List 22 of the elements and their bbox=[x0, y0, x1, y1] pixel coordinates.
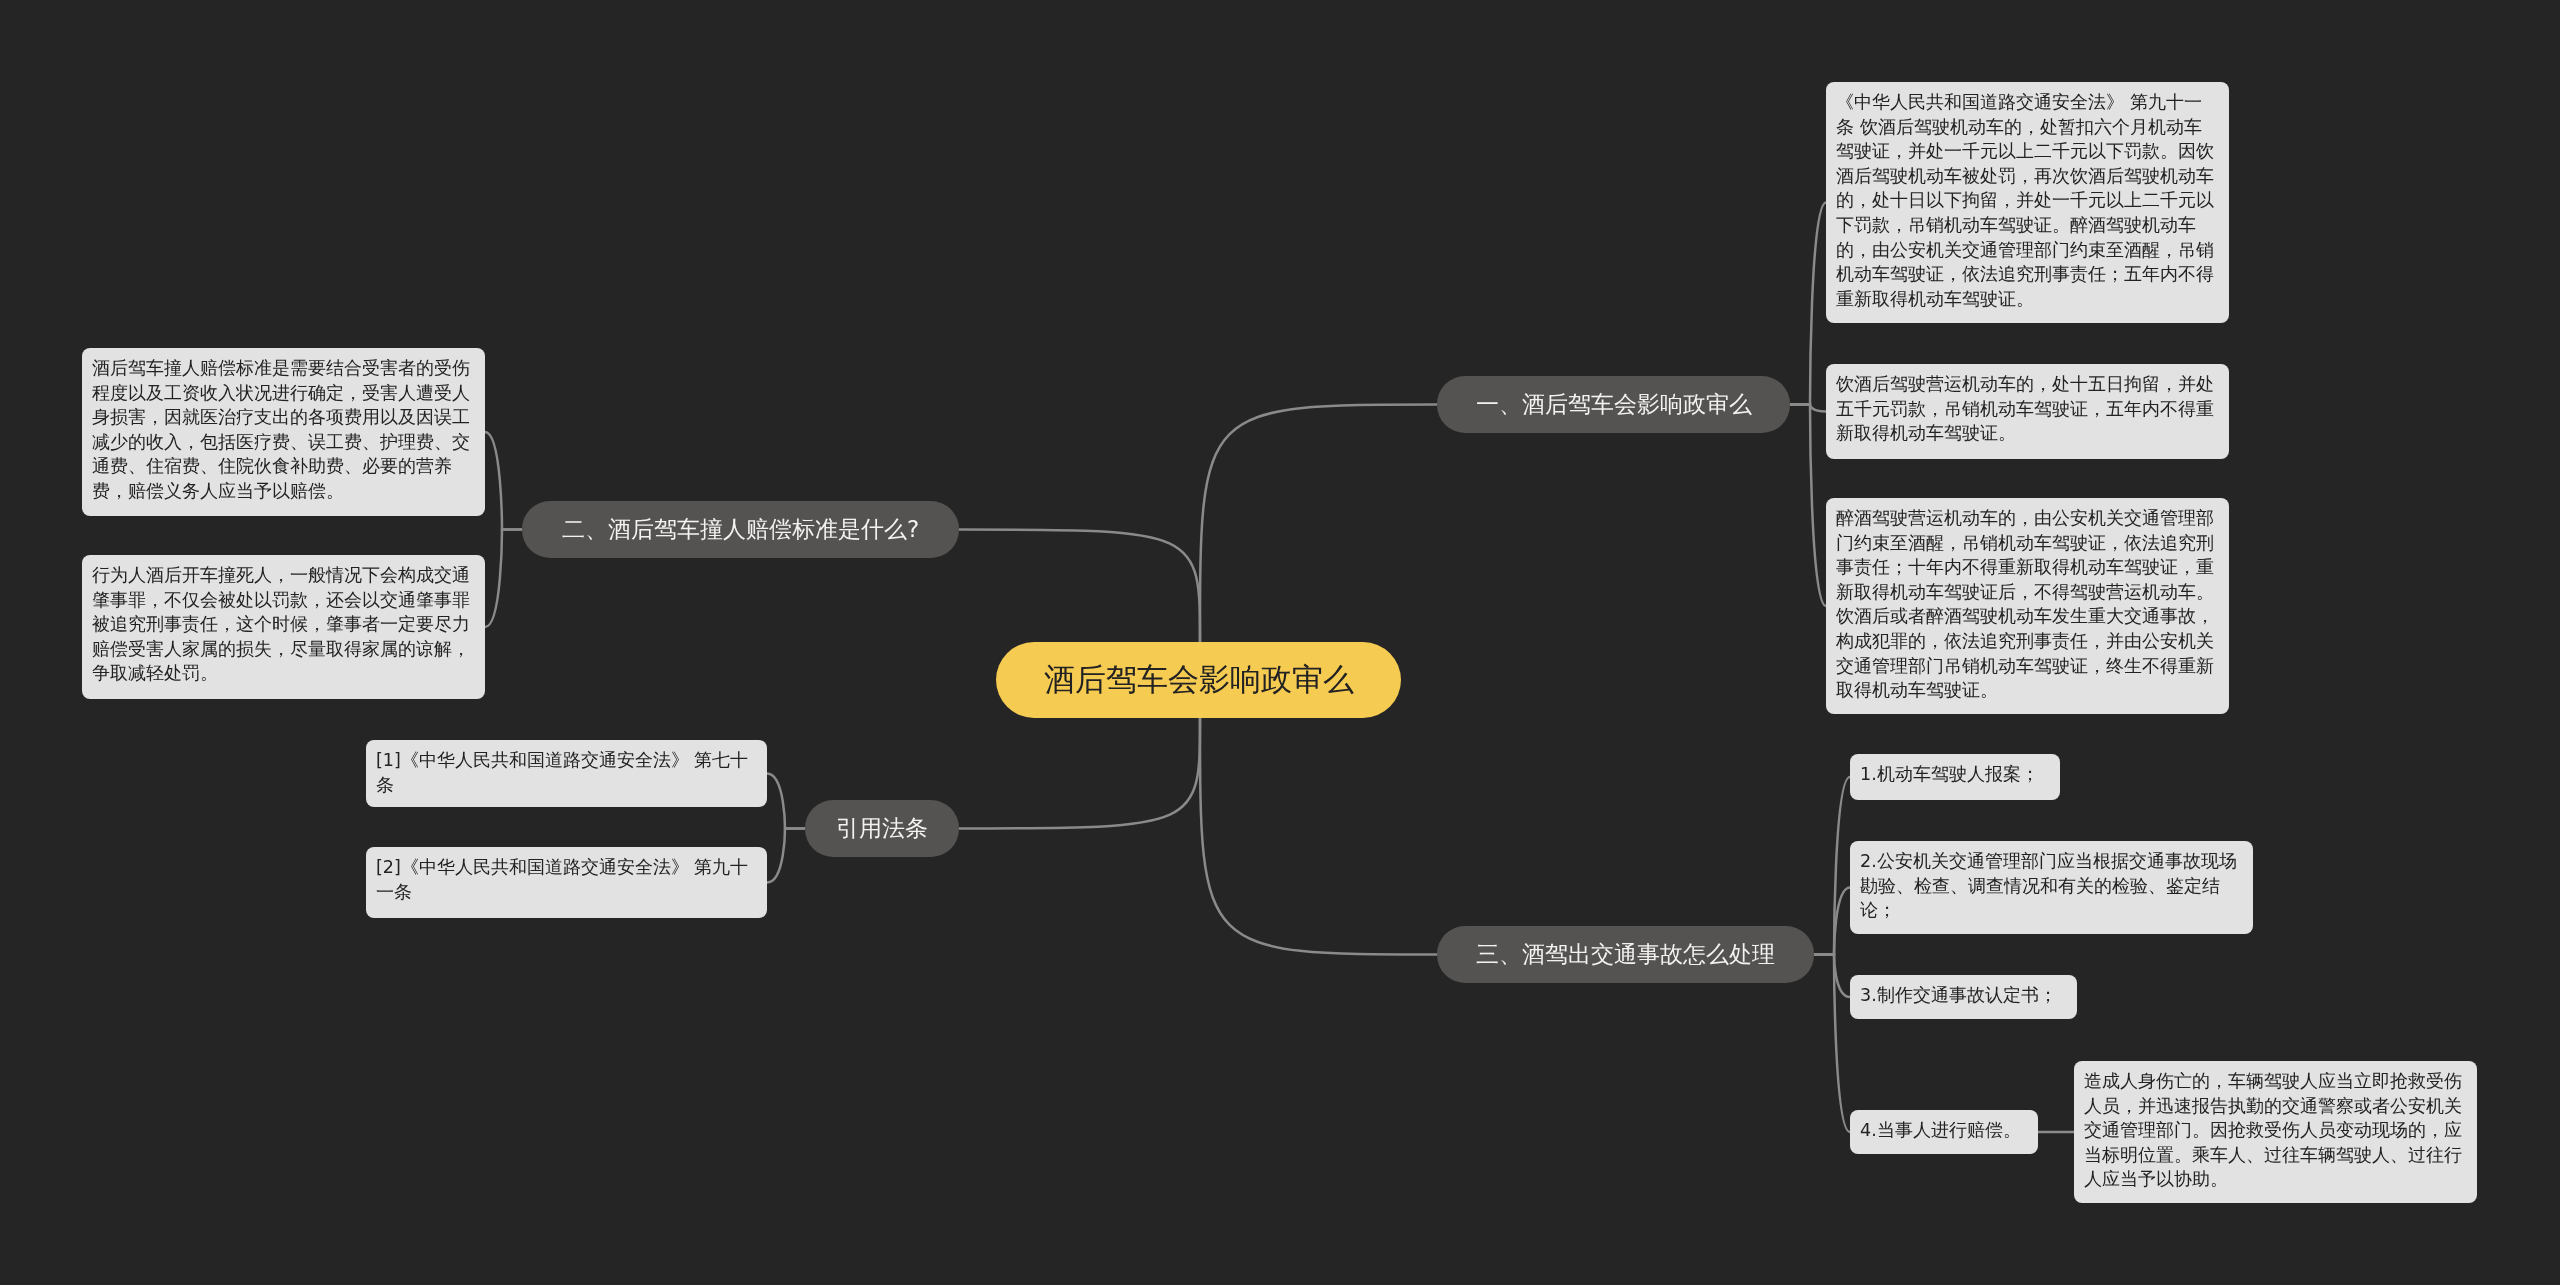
text-box: 4.当事人进行赔偿。 bbox=[1850, 1110, 2038, 1154]
topic-box: 引用法条 bbox=[805, 800, 959, 857]
connector-line bbox=[484, 528, 522, 629]
text-box: 行为人酒后开车撞死人，一般情况下会构成交通肇事罪，不仅会被处以罚款，还会以交通肇事罪被追究刑事责任，这个时候，肇事者一定要尽力赔偿受害人家属的损失，尽量取得家属的谅解，争取减轻处罚。 bbox=[82, 555, 485, 699]
topic-box: 一、酒后驾车会影响政审么 bbox=[1437, 376, 1790, 433]
text-box: 2.公安机关交通管理部门应当根据交通事故现场勘验、检查、调查情况和有关的检验、鉴定结论； bbox=[1850, 841, 2253, 934]
text-box: 醉酒驾驶营运机动车的，由公安机关交通管理部门约束至酒醒，吊销机动车驾驶证，依法追究刑事责任；十年内不得重新取得机动车驾驶证，重新取得机动车驾驶证后，不得驾驶营运机动车。饮酒后或者醉酒驾驶机动车发生重大交通事故，构成犯罪的，依法追究刑事责任，并由公安机关交通管理部门吊销机动车驾驶证，终生不得重新取得机动车驾驶证。 bbox=[1826, 498, 2229, 714]
text-box: 《中华人民共和国道路交通安全法》 第九十一条 饮酒后驾驶机动车的，处暂扣六个月机动车驾驶证，并处一千元以上二千元以下罚款。因饮酒后驾驶机动车被处罚，再次饮酒后驾驶机动车的，处十日以下拘留，并处一千元以上二千元以下罚款，吊销机动车驾驶证。醉酒驾驶机动车的，由公安机关交通管理部门约束至酒醒，吊销机动车驾驶证，依法追究刑事责任；五年内不得重新取得机动车驾驶证。 bbox=[1826, 82, 2229, 323]
text-box: 饮酒后驾驶营运机动车的，处十五日拘留，并处五千元罚款，吊销机动车驾驶证，五年内不得重新取得机动车驾驶证。 bbox=[1826, 364, 2229, 459]
text-box: 1.机动车驾驶人报案； bbox=[1850, 754, 2060, 800]
text-box: [1]《中华人民共和国道路交通安全法》 第七十条 bbox=[366, 740, 767, 807]
text-box: 3.制作交通事故认定书； bbox=[1850, 975, 2077, 1019]
connector-line bbox=[2038, 1130, 2074, 1134]
text-box: 造成人身伤亡的，车辆驾驶人应当立即抢救受伤人员，并迅速报告执勤的交通警察或者公安机关交通管理部门。因抢救受伤人员变动现场的，应当标明位置。乘车人、过往车辆驾驶人、过往行人应当予以协助。 bbox=[2074, 1061, 2477, 1203]
topic-box: 二、酒后驾车撞人赔偿标准是什么? bbox=[522, 501, 959, 558]
topic-box: 三、酒驾出交通事故怎么处理 bbox=[1437, 926, 1814, 983]
connector-line bbox=[766, 827, 805, 884]
text-box: [2]《中华人民共和国道路交通安全法》 第九十一条 bbox=[366, 847, 767, 918]
connector-line bbox=[1198, 718, 1437, 956]
connector-line bbox=[959, 528, 1202, 642]
text-box: 酒后驾车撞人赔偿标准是需要结合受害者的受伤程度以及工资收入状况进行确定，受害人遭受人身损害，因就医治疗支出的各项费用以及因误工减少的收入，包括医疗费、误工费、护理费、交通费、住宿费、住院伙食补助费、必要的营养费，赔偿义务人应当予以赔偿。 bbox=[82, 348, 485, 516]
central-topic: 酒后驾车会影响政审么 bbox=[996, 642, 1401, 718]
